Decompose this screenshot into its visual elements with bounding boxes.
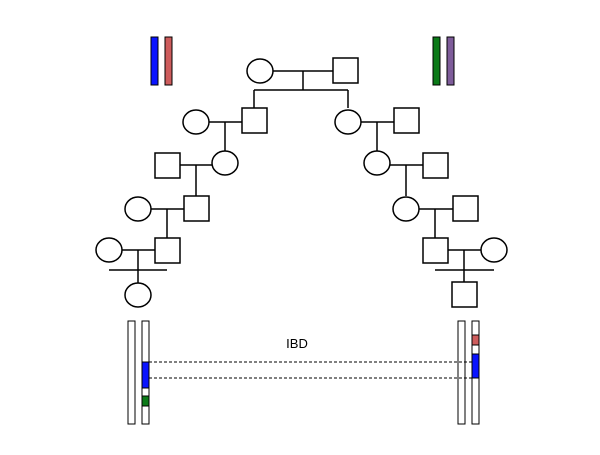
left-segment-blue bbox=[141, 361, 150, 389]
right-spouse-g3-square bbox=[422, 152, 449, 179]
left-spouse-g4-circle bbox=[124, 196, 152, 222]
left-segment-green bbox=[141, 395, 150, 407]
left-child-g3-circle bbox=[211, 150, 239, 176]
left-child-g4-square bbox=[183, 195, 210, 222]
right-spouse-g2-square bbox=[393, 107, 420, 134]
right-segment-blue bbox=[471, 353, 480, 379]
founder-haplotype-red bbox=[164, 36, 173, 86]
right-final-descendant-square bbox=[451, 281, 478, 308]
founder-haplotype-green bbox=[432, 36, 441, 86]
ibd-label: IBD bbox=[286, 336, 308, 351]
right-spouse-g5-circle bbox=[480, 237, 508, 263]
right-chromosome-1 bbox=[457, 320, 466, 425]
left-child-g5-square bbox=[154, 237, 181, 264]
founder-male-square bbox=[332, 57, 359, 84]
left-spouse-g2-circle bbox=[182, 109, 210, 135]
right-child-g4-circle bbox=[392, 196, 420, 222]
right-spouse-g4-square bbox=[452, 195, 479, 222]
founder-haplotype-purple bbox=[446, 36, 455, 86]
left-child-g2-square bbox=[241, 107, 268, 134]
left-spouse-g3-square bbox=[154, 152, 181, 179]
left-chromosome-1 bbox=[127, 320, 136, 425]
left-spouse-g5-circle bbox=[95, 237, 123, 263]
right-child-g2-circle bbox=[334, 109, 362, 135]
founder-female-circle bbox=[246, 58, 274, 84]
left-final-descendant-circle bbox=[124, 282, 152, 308]
founder-haplotype-blue bbox=[150, 36, 159, 86]
right-child-g3-circle bbox=[363, 150, 391, 176]
right-segment-red bbox=[471, 334, 480, 346]
right-child-g5-square bbox=[422, 237, 449, 264]
